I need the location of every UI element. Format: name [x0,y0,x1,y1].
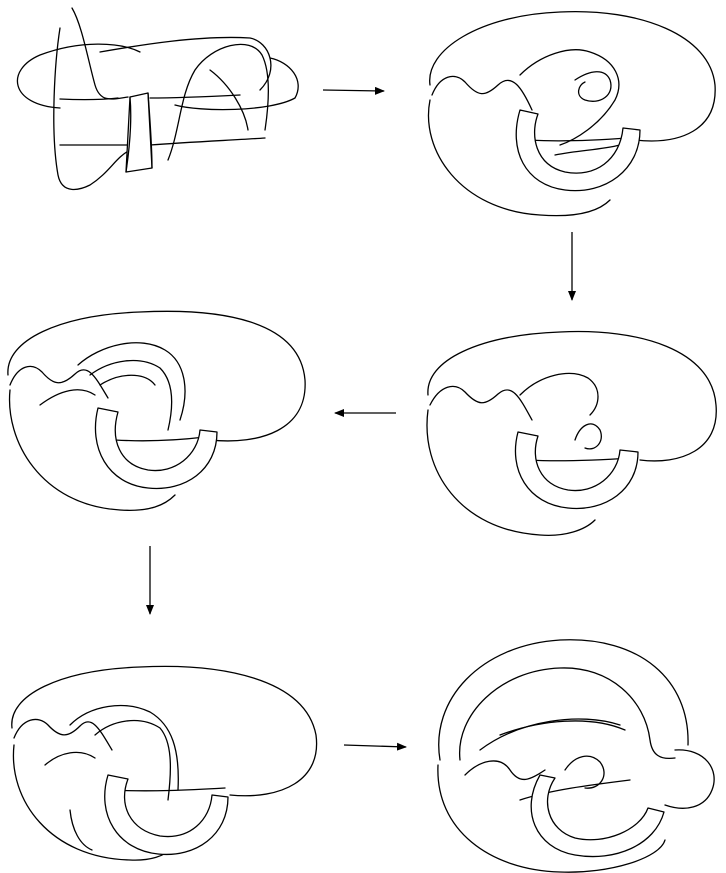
curved-band [514,431,639,510]
arrow-1-to-2 [322,86,385,95]
panel-step-4 [426,330,717,536]
arrow-5-to-6 [343,742,407,751]
twisted-band [125,92,153,173]
panel-step-2 [427,10,716,217]
knot-strands [426,330,717,536]
knot-strands [11,665,318,861]
curved-band [104,774,229,856]
panel-step-6 [437,639,715,873]
panel-step-1 [16,7,299,191]
curved-band [515,109,641,192]
knot-strands [437,639,715,873]
knot-strands [16,7,299,191]
knot-strands [7,310,306,511]
knot-strands [427,10,716,217]
curved-band [530,774,665,858]
panel-step-3 [7,310,306,511]
curved-band [94,407,218,490]
panel-step-5 [11,665,318,861]
